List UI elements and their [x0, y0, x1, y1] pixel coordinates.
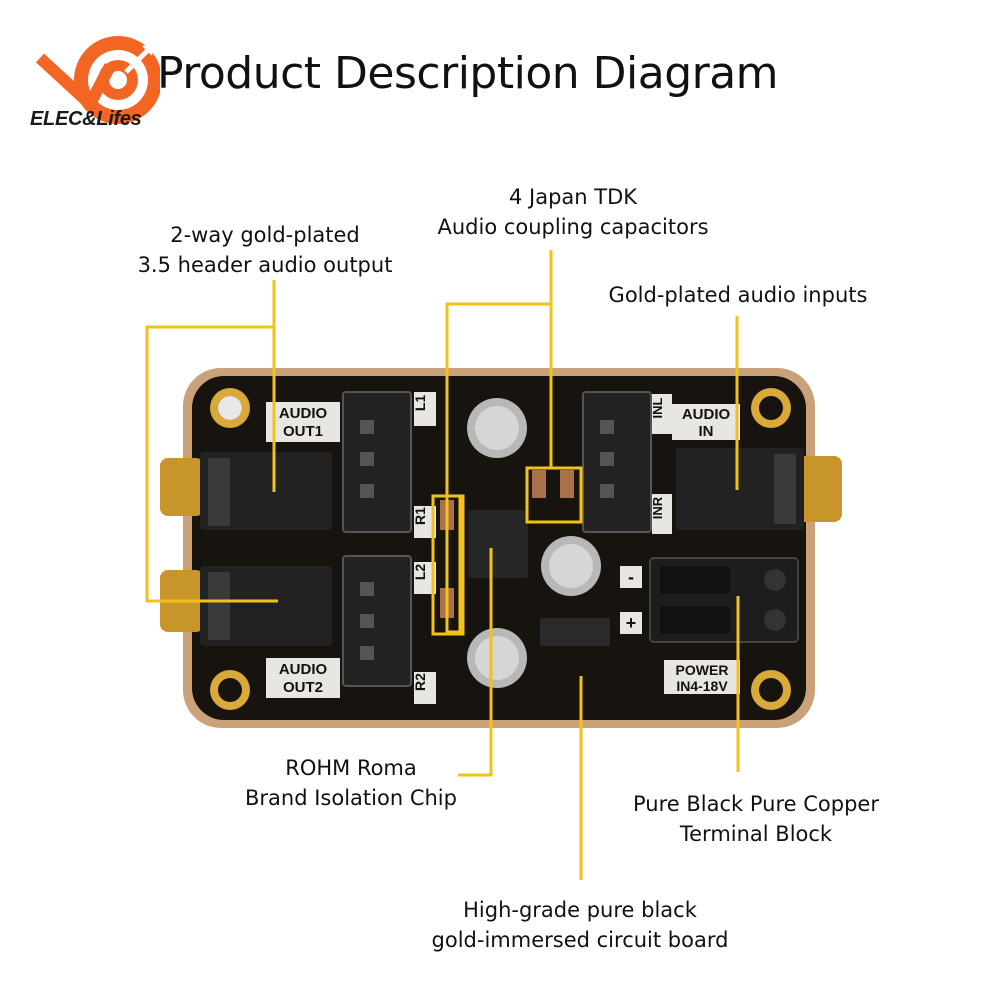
connector-l1 — [342, 391, 412, 533]
callout-output-line1: 2-way gold-plated — [170, 223, 360, 247]
audio-input-jack — [676, 448, 842, 530]
callout-chip-line2: Brand Isolation Chip — [245, 786, 457, 810]
audio-output-jack-1 — [160, 452, 332, 530]
label-minus: - — [628, 567, 634, 587]
label-inr: INR — [650, 496, 665, 519]
label-l2: L2 — [412, 564, 428, 581]
label-inl: INL — [650, 397, 665, 418]
callout-inputs: Gold-plated audio inputs — [580, 280, 896, 310]
connector-in — [582, 391, 652, 533]
leader-lines — [145, 250, 740, 880]
isolation-chip — [468, 510, 528, 578]
callout-terminal: Pure Black Pure Copper Terminal Block — [605, 789, 907, 849]
label-audio-in-b: IN — [699, 423, 714, 440]
label-l1: L1 — [412, 395, 428, 412]
label-audio-in-a: AUDIO — [682, 406, 731, 423]
terminal-block — [649, 557, 799, 643]
brand-name: ELEC&Lifes — [30, 108, 142, 130]
label-audio-out1-b: OUT1 — [283, 423, 323, 440]
callout-terminal-line1: Pure Black Pure Copper — [633, 792, 879, 816]
callout-output: 2-way gold-plated 3.5 header audio outpu… — [110, 220, 420, 280]
callout-chip-line1: ROHM Roma — [285, 756, 417, 780]
label-audio-out1-a: AUDIO — [279, 405, 328, 422]
callout-inputs-line1: Gold-plated audio inputs — [608, 283, 868, 307]
label-r2: R2 — [412, 673, 428, 691]
callout-chip: ROHM Roma Brand Isolation Chip — [220, 753, 482, 813]
callout-board-line2: gold-immersed circuit board — [431, 928, 729, 952]
callout-board: High-grade pure black gold-immersed circ… — [400, 895, 760, 955]
connector-l2 — [342, 555, 412, 687]
label-plus: + — [626, 613, 637, 633]
callout-capacitors: 4 Japan TDK Audio coupling capacitors — [414, 182, 732, 242]
brand-logo-icon — [35, 36, 160, 124]
callout-capacitors-line1: 4 Japan TDK — [508, 185, 638, 209]
callout-terminal-line2: Terminal Block — [679, 822, 833, 846]
callout-output-line2: 3.5 header audio output — [137, 253, 393, 277]
label-audio-out2-b: OUT2 — [283, 679, 323, 696]
label-r1: R1 — [412, 507, 428, 525]
label-audio-out2-a: AUDIO — [279, 661, 328, 678]
label-power-a: POWER — [676, 662, 729, 678]
label-power-b: IN4-18V — [676, 678, 728, 694]
electrolytic-capacitors — [467, 398, 601, 688]
callout-capacitors-line2: Audio coupling capacitors — [437, 215, 709, 239]
callout-board-line1: High-grade pure black — [463, 898, 697, 922]
page-title: Product Description Diagram — [157, 48, 779, 99]
